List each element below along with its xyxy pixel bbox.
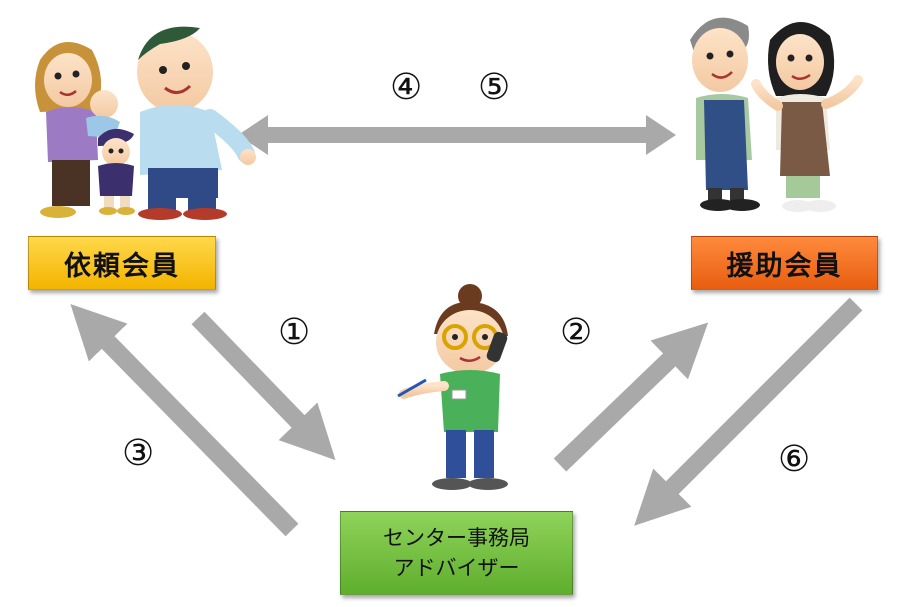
center-label: センター事務局 アドバイザー <box>340 511 573 595</box>
step-6-number: ⑥ <box>778 439 811 480</box>
requester-text: 依頼会員 <box>64 250 180 282</box>
requester-label: 依頼会員 <box>28 236 216 290</box>
arrow-step3 <box>70 304 299 537</box>
arrow-requester-helper <box>238 115 676 155</box>
family-illustration <box>35 26 256 220</box>
step-5-number: ⑤ <box>478 67 511 108</box>
step-3-number: ③ <box>122 433 155 474</box>
step-2-number: ② <box>560 312 593 353</box>
helper-label: 援助会員 <box>691 236 878 290</box>
arrow-step6 <box>634 297 863 526</box>
step-4-number: ④ <box>390 67 423 108</box>
center-text-line1: センター事務局 <box>383 526 530 550</box>
arrow-step2 <box>553 322 709 472</box>
advisor-illustration <box>397 284 508 490</box>
helpers-illustration <box>690 17 863 212</box>
helper-text: 援助会員 <box>726 250 843 282</box>
arrow-step1 <box>191 311 336 461</box>
step-1-number: ① <box>278 312 311 353</box>
center-text-line2: アドバイザー <box>393 556 520 580</box>
